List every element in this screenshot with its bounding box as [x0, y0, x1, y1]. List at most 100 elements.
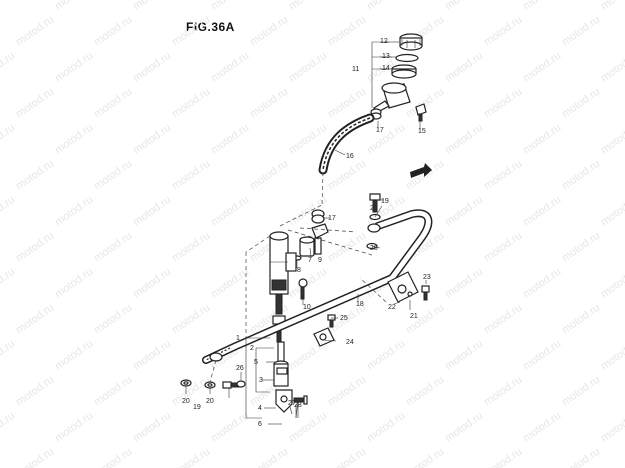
watermark-text: motod.ru [209, 266, 251, 301]
watermark-text: motod.ru [521, 194, 563, 229]
callout-8: 8 [297, 267, 301, 274]
watermark-text: motod.ru [209, 122, 251, 157]
watermark-text: motod.ru [560, 14, 602, 49]
watermark-text: motod.ru [0, 410, 17, 445]
hose-clamp [370, 108, 382, 120]
watermark-text: motod.ru [131, 122, 173, 157]
watermark-text: motod.ru [482, 302, 524, 337]
watermark-text: motod.ru [521, 0, 563, 12]
watermark-text: motod.ru [443, 0, 485, 12]
watermark-text: motod.ru [443, 266, 485, 301]
watermark-text: motod.ru [599, 0, 625, 12]
callout-12: 12 [380, 38, 388, 45]
callout-16: 16 [346, 153, 354, 160]
watermark-text: motod.ru [599, 338, 625, 373]
watermark-text: motod.ru [0, 122, 17, 157]
callout-17: 17 [328, 215, 336, 222]
gasket-lower-b [204, 381, 216, 389]
callout-13: 13 [382, 53, 390, 60]
clip-screw [327, 314, 336, 328]
watermark-text: motod.ru [482, 374, 524, 409]
gasket-lower-a [180, 379, 192, 387]
watermark-text: motod.ru [365, 0, 407, 12]
watermark-text: motod.ru [14, 374, 56, 409]
watermark-text: motod.ru [326, 14, 368, 49]
mount-bolt [298, 278, 308, 300]
watermark-text: motod.ru [0, 194, 17, 229]
watermark-text: motod.ru [482, 86, 524, 121]
master-cylinder-rod [273, 341, 289, 387]
callout-22: 22 [388, 304, 396, 311]
watermark-text: motod.ru [287, 50, 329, 85]
reservoir-cap [399, 33, 423, 51]
watermark-text: motod.ru [53, 50, 95, 85]
pushrod-adjuster [272, 293, 286, 343]
banjo-fitting-upper [367, 223, 381, 233]
callout-3: 3 [259, 377, 263, 384]
callout-20: 20 [370, 245, 378, 252]
callout-21: 21 [410, 313, 418, 320]
callout-23: 23 [423, 274, 431, 281]
watermark-text: motod.ru [326, 230, 368, 265]
clevis-pin [293, 395, 308, 405]
watermark-text: motod.ru [482, 14, 524, 49]
callout-6: 6 [258, 421, 262, 428]
callout-10: 10 [303, 304, 311, 311]
lock-nut [276, 367, 288, 375]
watermark-text: motod.ru [521, 122, 563, 157]
watermark-text: motod.ru [599, 266, 625, 301]
watermark-text: motod.ru [170, 230, 212, 265]
watermark-text: motod.ru [14, 86, 56, 121]
reservoir-diaphragm [391, 64, 417, 79]
watermark-text: motod.ru [521, 410, 563, 445]
watermark-text: motod.ru [248, 86, 290, 121]
callout-1: 1 [236, 335, 240, 342]
front-direction-arrow-icon [410, 163, 432, 178]
callout-18: 18 [356, 301, 364, 308]
watermark-text: motod.ru [92, 374, 134, 409]
callout-20: 20 [370, 205, 378, 212]
callout-4: 4 [258, 405, 262, 412]
watermark-text: motod.ru [131, 50, 173, 85]
watermark-text: motod.ru [92, 14, 134, 49]
watermark-text: motod.ru [443, 50, 485, 85]
watermark-text: motod.ru [443, 338, 485, 373]
watermark-text: motod.ru [287, 410, 329, 445]
watermark-text: motod.ru [365, 338, 407, 373]
watermark-text: motod.ru [14, 446, 56, 468]
reservoir-bracket-bolt [415, 103, 427, 122]
watermark-text: motod.ru [92, 230, 134, 265]
reservoir-plate [395, 53, 419, 63]
hose-clip [313, 327, 335, 347]
watermark-text: motod.ru [521, 266, 563, 301]
callout-17: 17 [376, 127, 384, 134]
watermark-text: motod.ru [326, 86, 368, 121]
watermark-text: motod.ru [443, 194, 485, 229]
watermark-text: motod.ru [170, 14, 212, 49]
callout-11: 11 [352, 66, 359, 73]
callout-26: 26 [236, 365, 244, 372]
watermark-text: motod.ru [53, 338, 95, 373]
watermark-text: motod.ru [287, 122, 329, 157]
callout-20: 20 [206, 398, 214, 405]
watermark-text: motod.ru [209, 50, 251, 85]
callout-9: 9 [318, 257, 322, 264]
watermark-text: motod.ru [248, 446, 290, 468]
watermark-text: motod.ru [209, 194, 251, 229]
watermark-text: motod.ru [560, 446, 602, 468]
watermark-text: motod.ru [53, 0, 95, 12]
watermark-text: motod.ru [287, 0, 329, 12]
watermark-text: motod.ru [326, 446, 368, 468]
watermark-text: motod.ru [53, 122, 95, 157]
watermark-text: motod.ru [0, 338, 17, 373]
washer-26 [236, 380, 246, 388]
watermark-text: motod.ru [482, 230, 524, 265]
callout-15: 15 [418, 128, 426, 135]
banjo-fitting-lower [209, 352, 223, 362]
watermark-text: motod.ru [53, 266, 95, 301]
watermark-text: motod.ru [92, 86, 134, 121]
watermark-text: motod.ru [599, 122, 625, 157]
